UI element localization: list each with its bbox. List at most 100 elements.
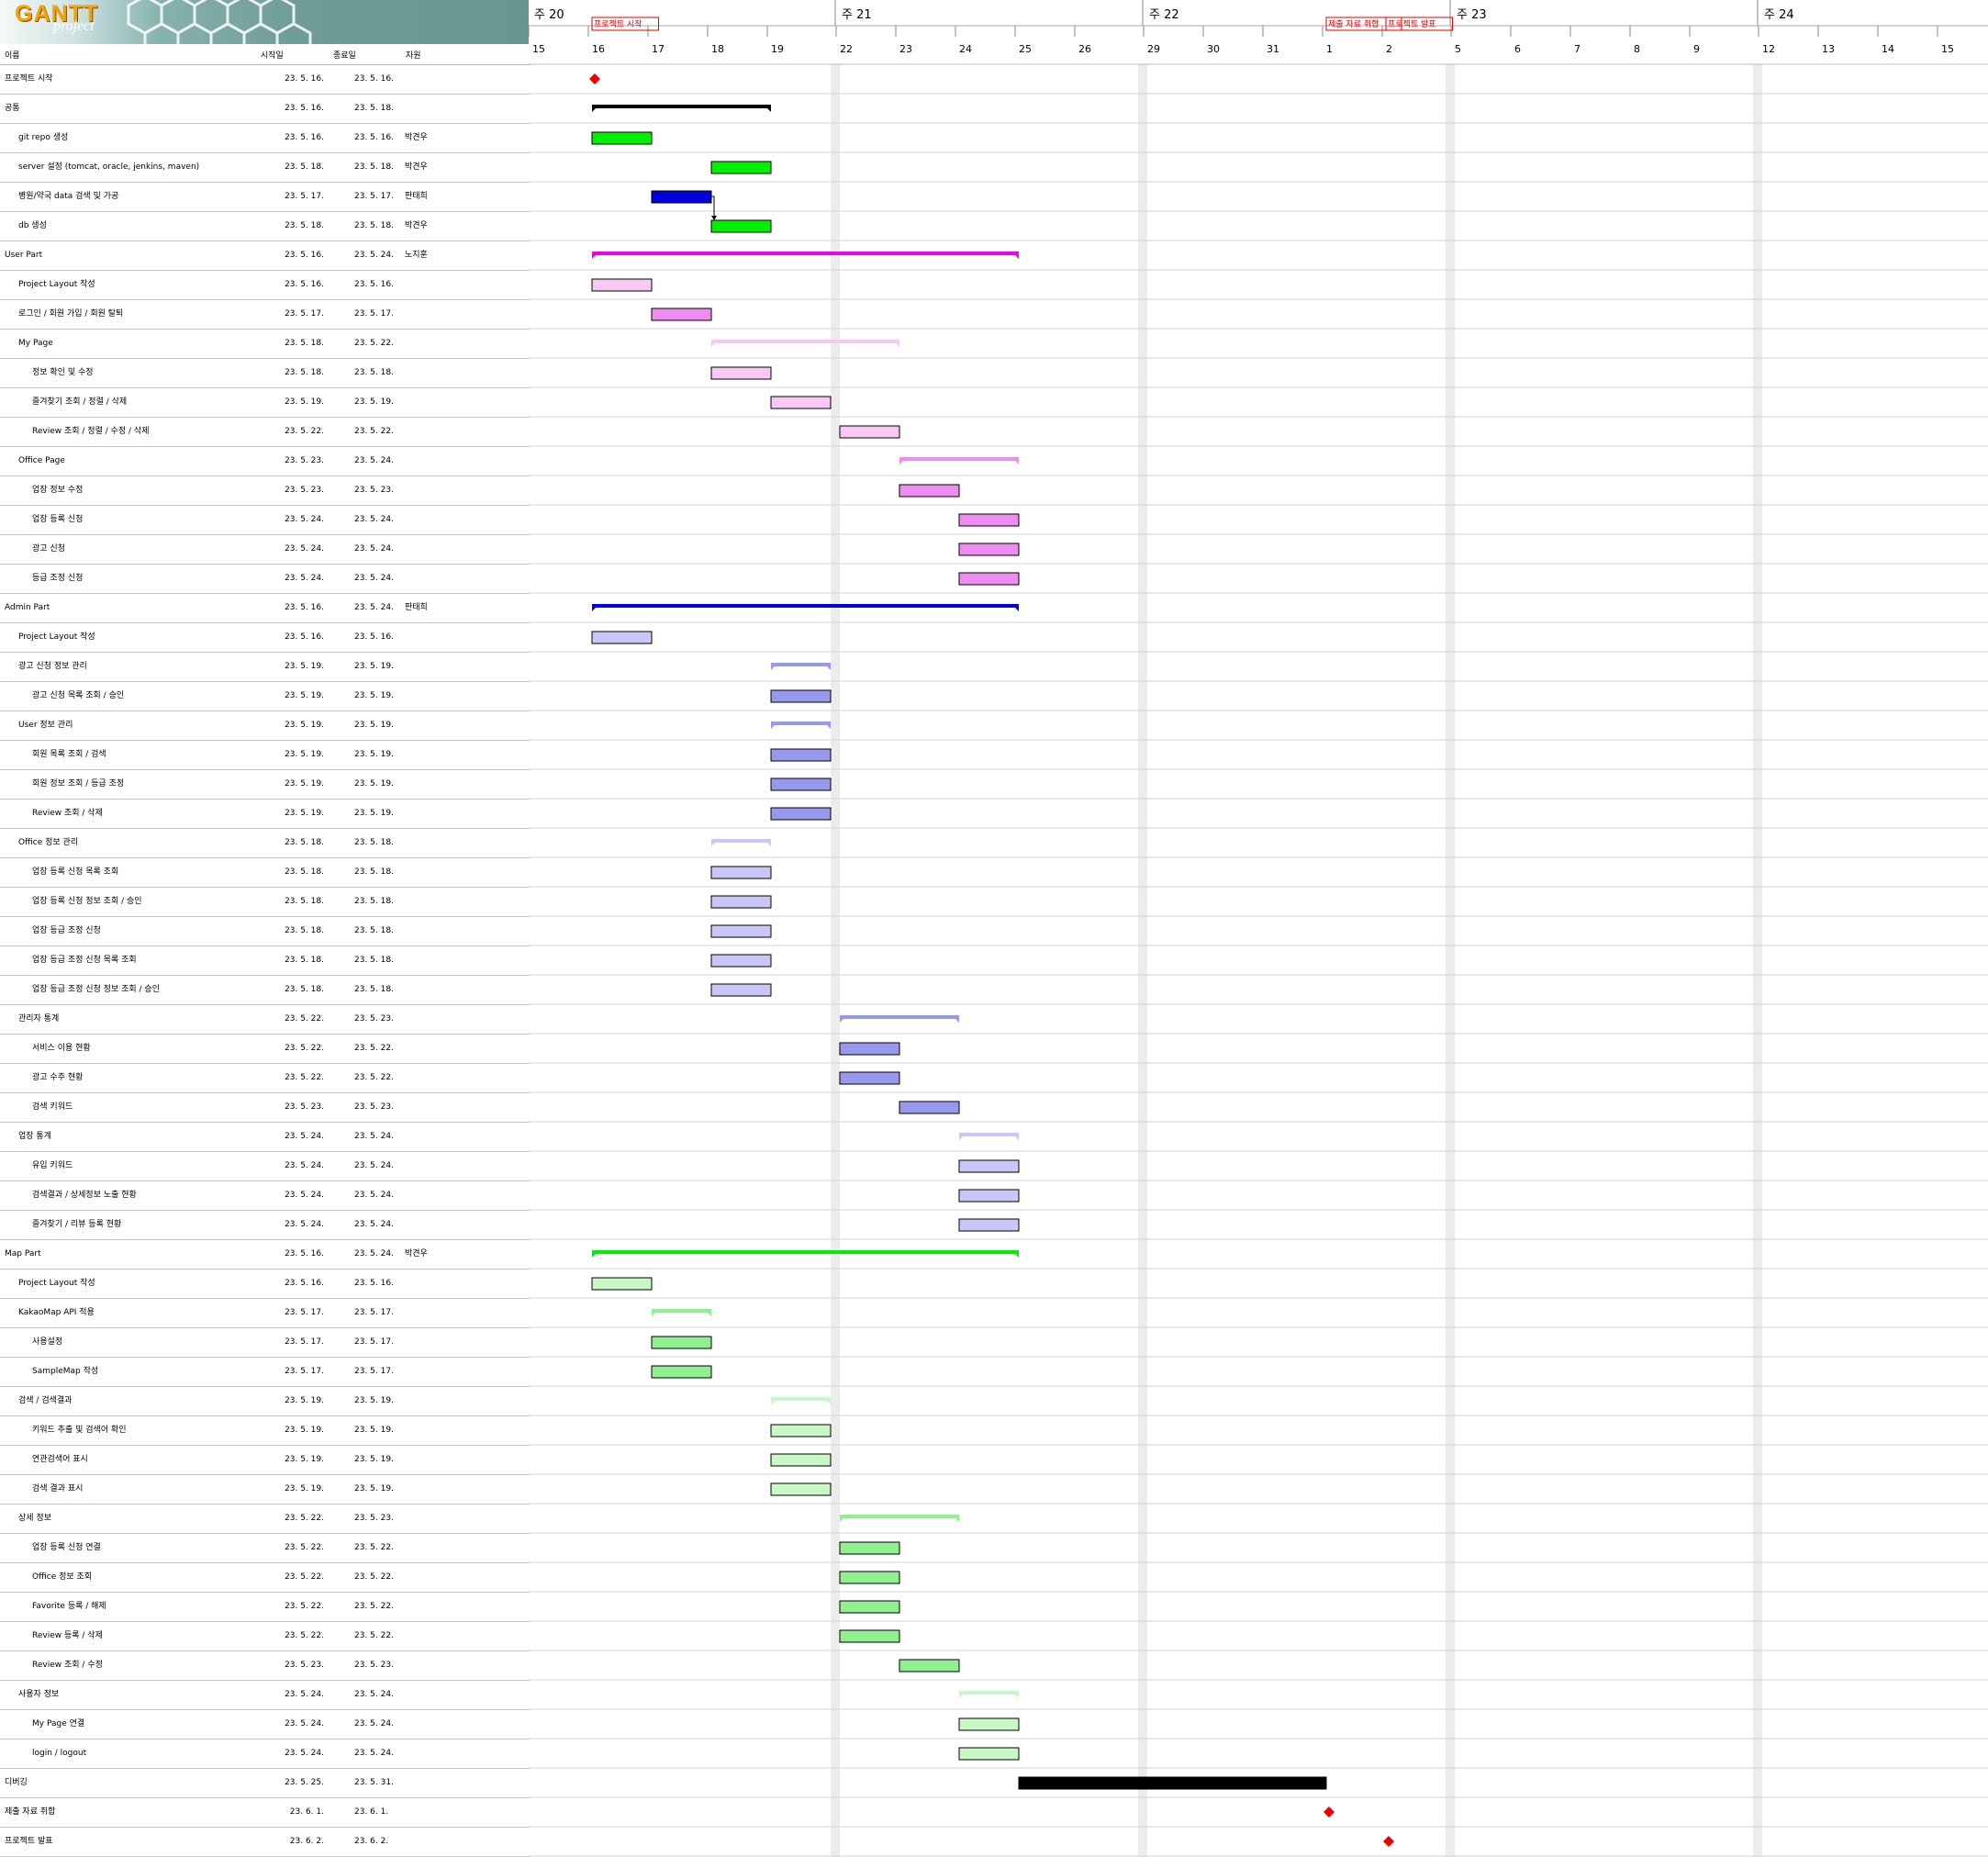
task-bar[interactable] [710,366,772,380]
task-bar[interactable] [839,425,900,439]
task-bar[interactable] [839,1629,900,1643]
task-bar[interactable] [839,1042,900,1056]
task-bar[interactable] [839,1571,900,1584]
task-bar[interactable] [710,866,772,879]
summary-bar[interactable] [592,604,1019,611]
summary-bar[interactable] [959,1133,1019,1140]
task-bar[interactable] [958,1717,1020,1731]
task-bar[interactable] [839,1071,900,1085]
summary-bar[interactable] [771,1397,831,1404]
header-resource[interactable]: 자원 [406,51,421,61]
header-start-date[interactable]: 시작일 [261,51,284,61]
task-row[interactable]: server 설정 (tomcat, oracle, jenkins, mave… [0,152,531,183]
milestone-diamond[interactable] [1383,1836,1394,1847]
task-bar[interactable] [651,308,712,321]
task-bar[interactable] [770,1453,832,1467]
task-bar[interactable] [958,1218,1020,1232]
milestone-diamond[interactable] [1323,1807,1335,1818]
task-bar[interactable] [710,895,772,909]
summary-bar[interactable] [840,1515,959,1522]
task-bar[interactable] [591,131,653,145]
task-bar[interactable] [710,219,772,233]
summary-bar[interactable] [592,252,1019,259]
header-end-date[interactable]: 종료일 [333,51,356,61]
summary-bar[interactable] [592,1250,1019,1258]
task-bar[interactable] [710,954,772,968]
task-bar[interactable] [899,1101,960,1114]
task-bar[interactable] [1018,1776,1327,1790]
task-bar[interactable] [770,748,832,762]
task-bar[interactable] [770,1424,832,1437]
task-bar[interactable] [710,983,772,997]
task-bar[interactable] [710,161,772,174]
summary-bar[interactable] [771,663,831,670]
task-bar[interactable] [958,1189,1020,1203]
task-bar[interactable] [839,1600,900,1614]
task-bar[interactable] [958,513,1020,527]
task-bar[interactable] [591,631,653,644]
task-bar[interactable] [899,1659,960,1672]
summary-bar[interactable] [959,1691,1019,1698]
task-bar[interactable] [651,1365,712,1379]
task-bar[interactable] [958,1747,1020,1761]
task-bar[interactable] [651,1336,712,1349]
task-bar[interactable] [770,396,832,409]
task-bar[interactable] [710,924,772,938]
task-bar[interactable] [770,807,832,821]
task-bar[interactable] [899,484,960,498]
summary-bar[interactable] [840,1015,959,1023]
summary-bar[interactable] [899,457,1019,464]
summary-bar[interactable] [711,839,771,846]
summary-bar[interactable] [711,340,899,347]
milestone-diamond[interactable] [589,73,600,84]
